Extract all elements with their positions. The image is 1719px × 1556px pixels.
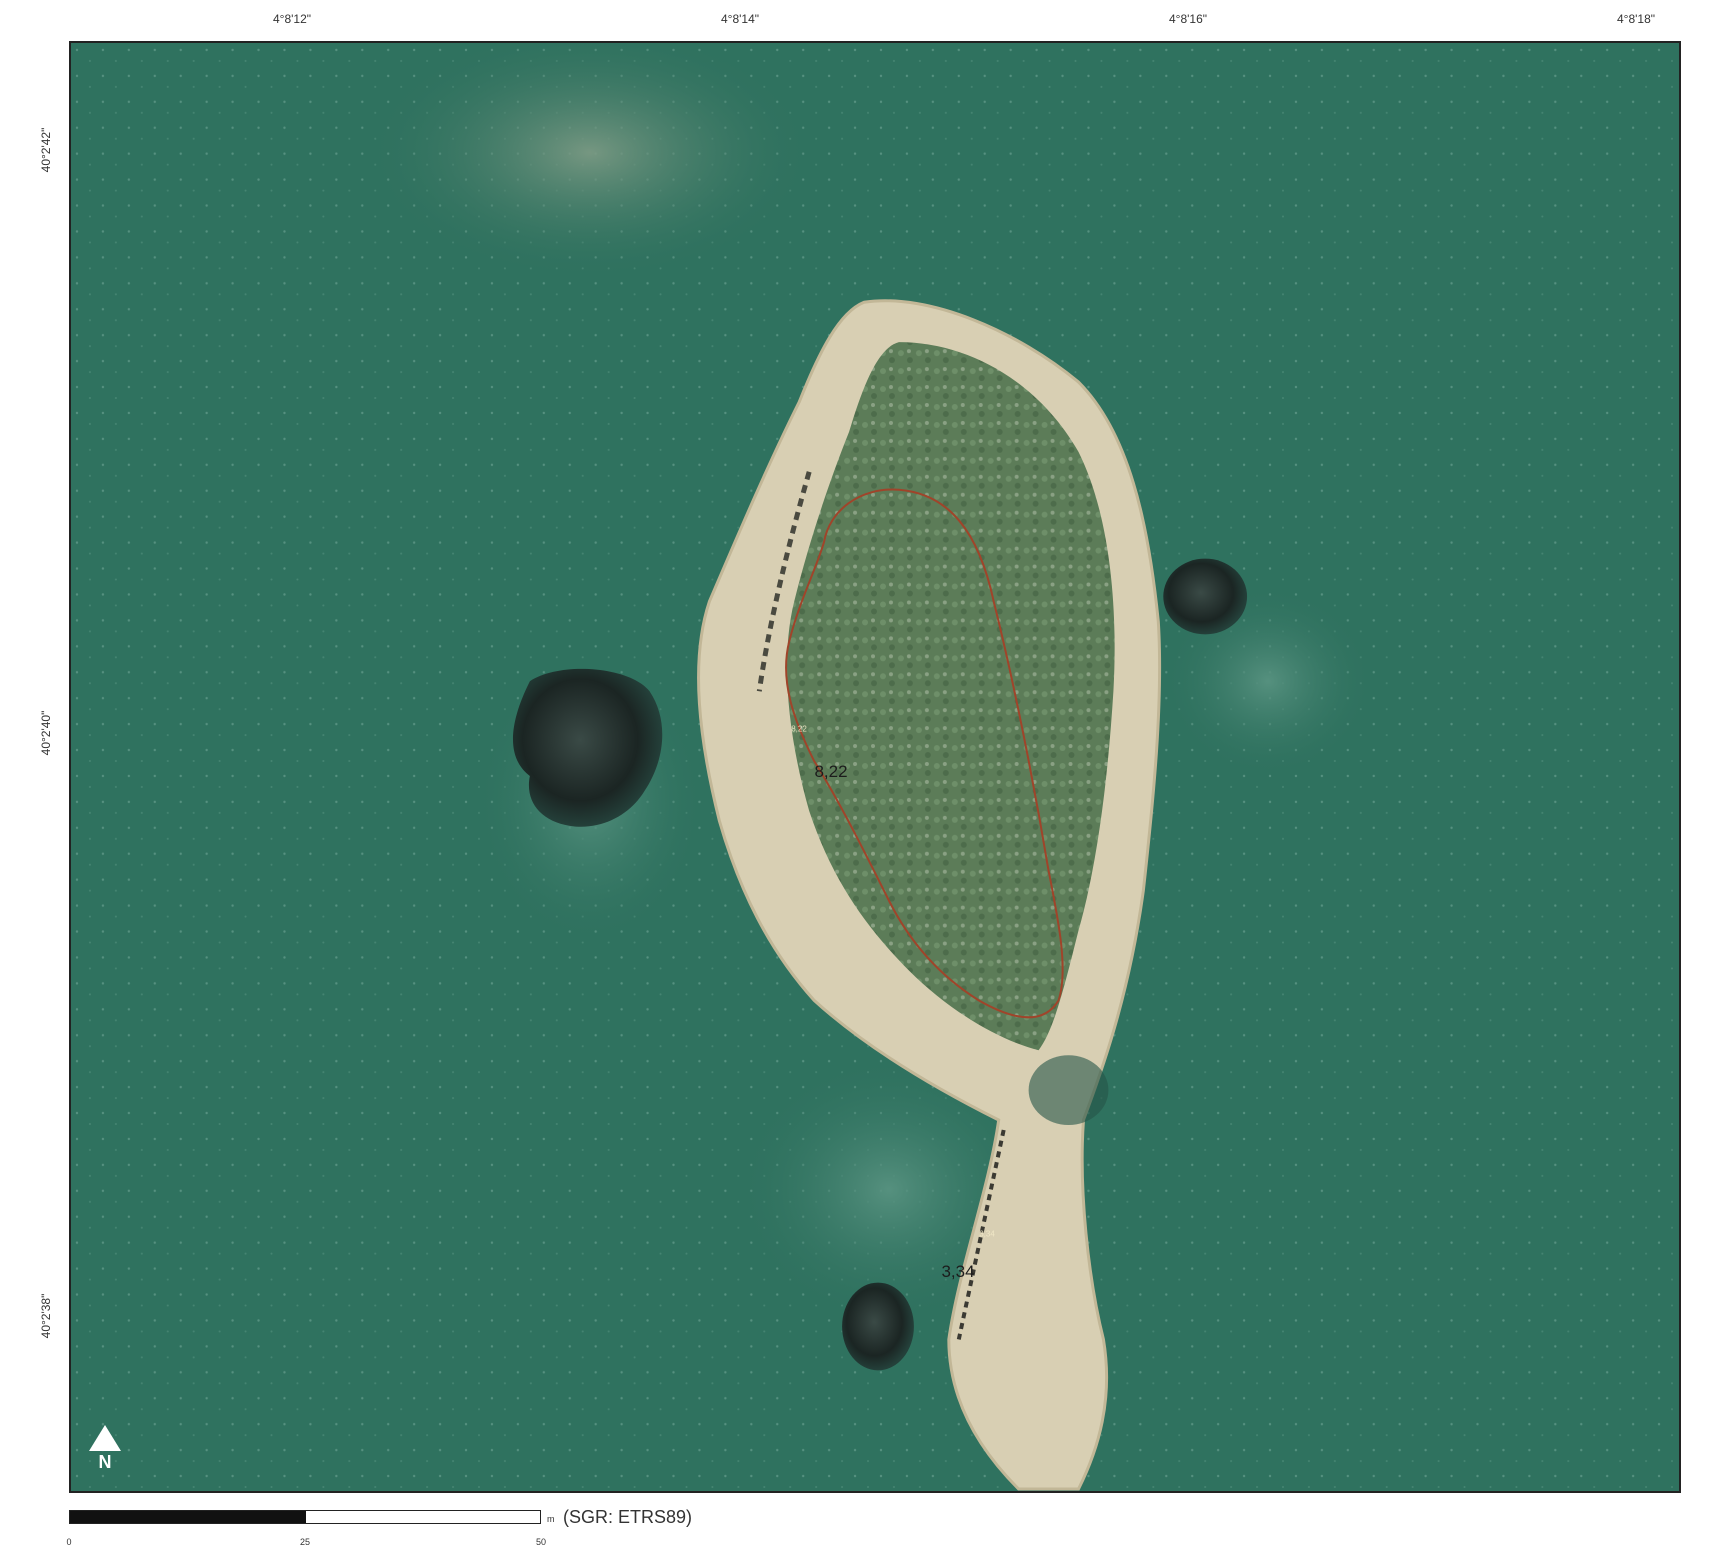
scale-bar (69, 1510, 541, 1524)
north-arrow-icon (89, 1425, 121, 1451)
elevation-label-south: 3,34 (941, 1262, 975, 1281)
longitude-label: 4°8'12" (272, 12, 312, 26)
elevation-label-main: 8,22 (814, 762, 848, 781)
map-frame[interactable]: 8,22 8,22 3,34 3,34 (69, 41, 1681, 1493)
scale-tick-label: 25 (299, 1537, 311, 1547)
scale-tick-label: 0 (66, 1537, 72, 1547)
sand-shoal (360, 43, 820, 283)
rock-outcrop (512, 668, 663, 827)
dark-patch (1028, 1055, 1109, 1126)
scale-tick-label: 50 (535, 1537, 547, 1547)
longitude-label: 4°8'14" (720, 12, 760, 26)
longitude-label: 4°8'18" (1616, 12, 1656, 26)
latitude-label: 40°2'42" (39, 127, 53, 173)
north-label: N (98, 1452, 112, 1472)
scale-bar-segment (70, 1511, 306, 1523)
rock-line (756, 471, 812, 692)
north-arrow: N (88, 1425, 122, 1475)
longitude-label: 4°8'16" (1168, 12, 1208, 26)
latitude-label: 40°2'38" (39, 1293, 53, 1339)
elevation-label-small: 3,34 (979, 1229, 995, 1239)
scale-unit: m (547, 1514, 555, 1524)
elevation-label-small: 8,22 (791, 724, 807, 734)
rock-outcrop (1163, 558, 1248, 635)
island-vegetation (786, 342, 1115, 1051)
aerial-image (71, 43, 1679, 1491)
rock-line (956, 1129, 1006, 1340)
rock-outcrop (842, 1282, 914, 1371)
crs-label: (SGR: ETRS89) (563, 1507, 693, 1527)
latitude-label: 40°2'40" (39, 710, 53, 756)
boundary-line (785, 488, 1064, 1019)
